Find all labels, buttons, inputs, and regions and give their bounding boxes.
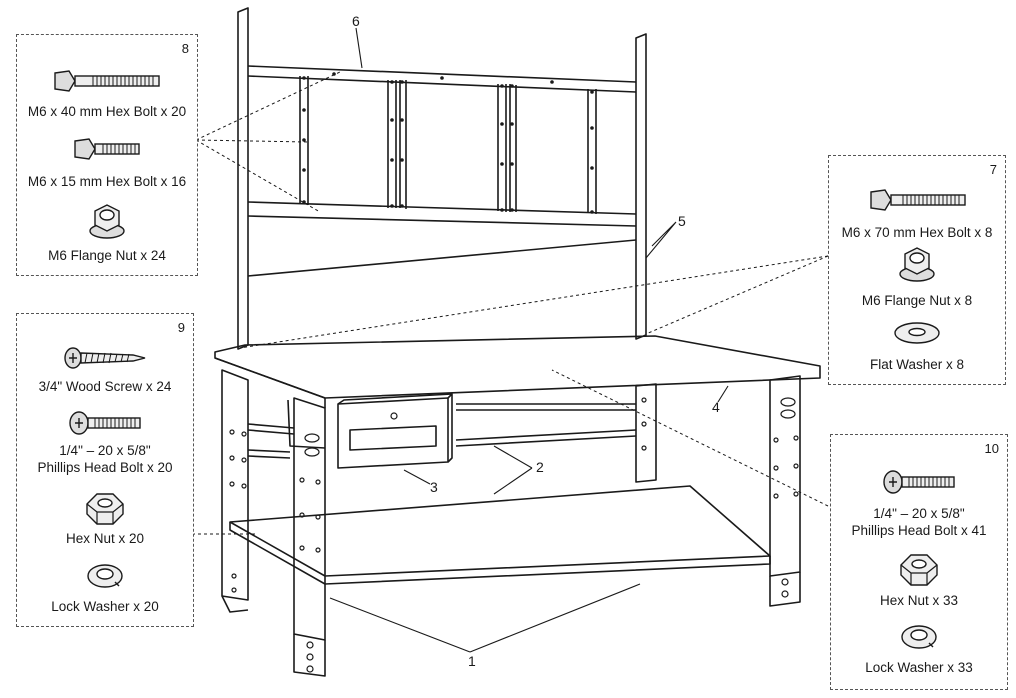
hardware-label: Lock Washer x 20 [51, 599, 159, 614]
flat-washer-icon [894, 322, 940, 344]
pegboard-frame [247, 201, 637, 227]
hardware-label: M6 x 15 mm Hex Bolt x 16 [27, 174, 187, 189]
left-upright [237, 7, 249, 350]
right-upright [635, 33, 647, 340]
hex-nut-icon [86, 493, 124, 525]
leader-6 [355, 27, 363, 69]
callout-4: 4 [712, 399, 720, 415]
callout-6: 6 [352, 13, 360, 29]
lock-washer-icon [87, 564, 123, 588]
lock-washer-icon [901, 625, 937, 649]
leader-3 [403, 469, 431, 485]
box-number: 7 [989, 162, 997, 177]
hardware-label: M6 x 70 mm Hex Bolt x 8 [841, 225, 993, 240]
hardware-label: Flat Washer x 8 [869, 357, 965, 372]
callout-2: 2 [536, 459, 544, 475]
bottom-shelf [229, 485, 771, 577]
hardware-label: M6 Flange Nut x 8 [861, 293, 973, 308]
hex-nut-icon [900, 554, 938, 586]
hardware-box-10: 10 1/4" – 20 x 5/8" Phillips Head Bolt x… [830, 434, 1008, 690]
back-left-leg [221, 369, 249, 601]
top-crossbar [247, 65, 637, 93]
leader-5 [645, 221, 677, 259]
hardware-label: Hex Nut x 33 [879, 593, 959, 608]
hex-bolt-icon [74, 138, 140, 160]
callout-5: 5 [678, 213, 686, 229]
leader-1 [329, 583, 641, 653]
hardware-label: 3/4" Wood Screw x 24 [38, 379, 172, 394]
worktop [214, 335, 821, 399]
phillips-bolt-icon [883, 470, 955, 494]
callout-3: 3 [430, 479, 438, 495]
back-panel-line [247, 239, 637, 277]
phillips-bolt-icon [69, 411, 141, 435]
callout-1: 1 [468, 653, 476, 669]
hex-bolt-icon [870, 189, 966, 211]
box-number: 8 [181, 41, 189, 56]
leader-2 [493, 445, 533, 495]
hardware-label: Phillips Head Bolt x 20 [37, 460, 173, 475]
hardware-label: 1/4" – 20 x 5/8" [59, 443, 151, 458]
box-number: 9 [177, 320, 185, 335]
hardware-box-7: 7 M6 x 70 mm Hex Bolt x 8 M6 Flange Nut … [828, 155, 1006, 385]
box-number: 10 [984, 441, 999, 456]
hardware-box-8: 8 M6 x 40 mm Hex Bolt x 20 M6 x 15 mm He… [16, 34, 198, 276]
hardware-label: Hex Nut x 20 [65, 531, 145, 546]
hardware-label: M6 Flange Nut x 24 [48, 248, 166, 263]
hardware-box-9: 9 3/4" Wood Screw x 24 1/4" – 20 x 5/8" … [16, 313, 194, 627]
hex-bolt-icon [54, 70, 160, 92]
hardware-label: 1/4" – 20 x 5/8" [873, 506, 965, 521]
back-right-leg [635, 383, 657, 483]
flange-nut-icon [899, 247, 935, 282]
hardware-label: M6 x 40 mm Hex Bolt x 20 [27, 104, 187, 119]
hardware-label: Lock Washer x 33 [865, 660, 973, 675]
drawer [337, 397, 449, 469]
flange-nut-icon [89, 204, 125, 239]
wood-screw-icon [64, 347, 146, 369]
leader-4 [717, 385, 729, 403]
upper-stretcher [247, 403, 636, 435]
hardware-label: Phillips Head Bolt x 41 [851, 523, 987, 538]
